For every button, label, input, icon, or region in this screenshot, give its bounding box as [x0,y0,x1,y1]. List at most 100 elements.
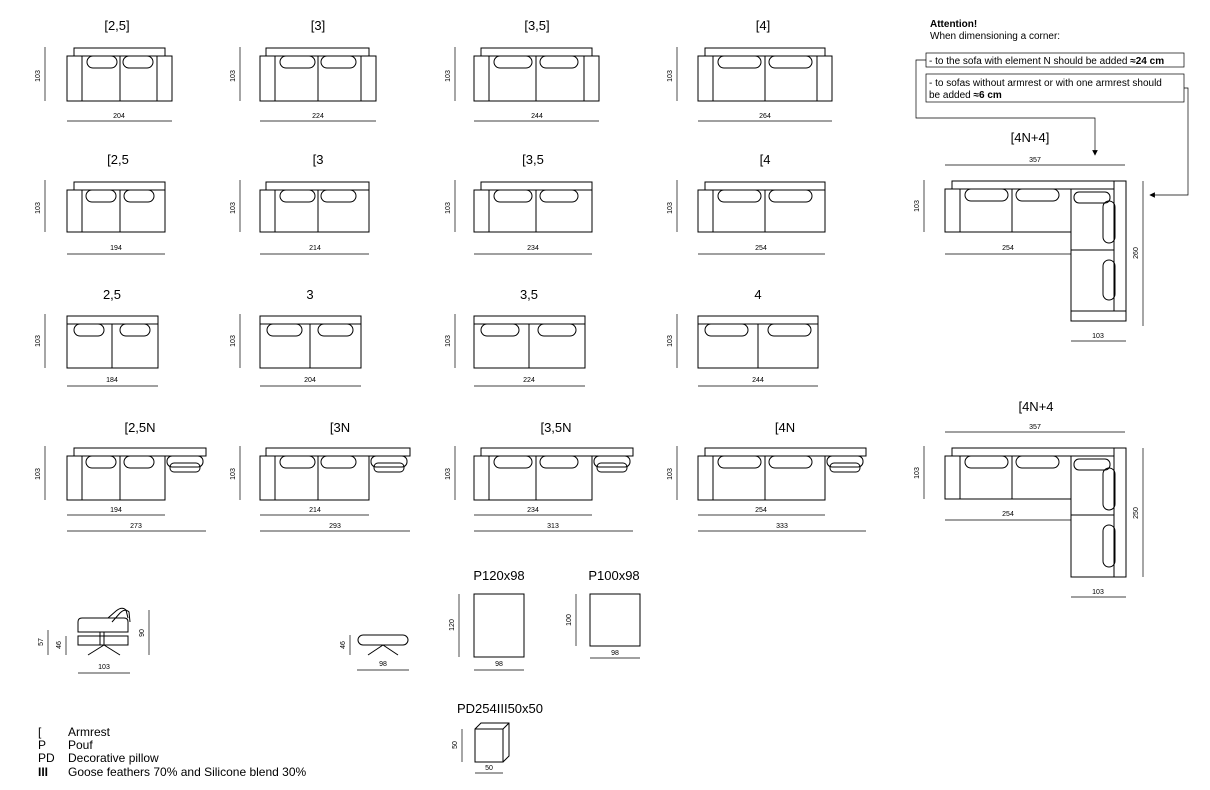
depth-label: 103 [35,335,42,347]
legend-key-pillow: PD [38,751,55,765]
depth-label: 103 [667,70,674,82]
width-label: 194 [110,507,122,514]
width-label: 184 [106,377,118,384]
total-width-label: 333 [776,523,788,530]
depth-label: 103 [98,664,110,671]
sofa-title: [2,5 [107,152,129,167]
width-label: 254 [755,245,767,252]
sofa-2-5-left-arm: [2,5 103 194 [35,152,166,255]
sofa-3-5-no-arms: 3,5 103 224 [445,287,586,387]
inner-width-label: 254 [1002,511,1014,518]
length-label: 100 [566,614,573,626]
sofa-3-5-both-arms: [3,5] 103 244 [445,18,600,122]
width-label: 244 [752,377,764,384]
width-label: 244 [531,113,543,120]
corner-title: [4N+4 [1018,399,1053,414]
overall-width-label: 357 [1029,157,1041,164]
legend-text-pouf: Pouf [68,738,93,752]
sofa-4-both-arms: [4] 103 264 [667,18,833,122]
length-label: 120 [449,619,456,631]
total-width-label: 293 [329,523,341,530]
sofa-title: [4] [756,18,770,33]
sofa-title: [2,5] [104,18,129,33]
sofa-3-5-n-element: [3,5N 103 234 313 [445,420,634,532]
depth-label: 103 [445,202,452,214]
depth-label: 103 [445,335,452,347]
depth-label: 103 [667,202,674,214]
sofa-2-5-n-element: [2,5N 103 194 273 [35,420,207,532]
height-label: 46 [340,641,347,649]
legend-text-filling: Goose feathers 70% and Silicone blend 30… [68,765,306,779]
sofa-title: [4 [760,152,771,167]
sofa-2-5-both-arms: [2,5] 103 204 [35,18,173,122]
depth-label: 103 [445,468,452,480]
depth-label: 103 [667,468,674,480]
sofa-3-both-arms: [3] 103 224 [230,18,377,122]
sofa-title: 3 [306,287,313,302]
depth-label: 103 [445,70,452,82]
total-width-label: 313 [547,523,559,530]
depth-label: 103 [35,202,42,214]
sofa-title: [4N [775,420,795,435]
pouf-100x98: P100x98 100 98 [566,568,641,659]
footstool-side-view: 46 98 [340,634,409,671]
sofa-title: [2,5N [124,420,155,435]
pouf-120x98: P120x98 120 98 [449,568,525,671]
depth-label: 103 [914,200,921,212]
width-label: 254 [755,507,767,514]
sofa-4-n-element: [4N 103 254 333 [667,420,867,532]
legend-key-filling: III [38,765,48,779]
width-label: 264 [759,113,771,120]
note-armrest-line2: be added ≈6 cm [929,90,1002,101]
pillow-title: PD254III50x50 [457,701,543,716]
decorative-pillow: PD254III50x50 50 50 [452,701,543,774]
width-label: 234 [527,245,539,252]
width-label: 204 [113,113,125,120]
width-label: 98 [611,650,619,657]
sofa-title: 4 [754,287,761,302]
sofa-title: [3,5 [522,152,544,167]
depth-label: 103 [230,202,237,214]
back-height-label: 57 [38,638,45,646]
width-label: 98 [379,661,387,668]
depth-label: 103 [230,468,237,480]
width-label: 214 [309,507,321,514]
height-label: 50 [452,741,459,749]
legend-text-armrest: Armrest [68,725,111,739]
sofa-4-no-arms: 4 103 244 [667,287,819,387]
sofa-title: [3N [330,420,350,435]
pouf-title: P120x98 [473,568,524,583]
corner-sofa-4n-4-arms: [4N+4] 357 103 254 260 103 [914,130,1144,342]
legend: [ Armrest P Pouf PD Decorative pillow II… [38,725,306,779]
total-height-label: 90 [139,629,146,637]
depth-label: 103 [230,70,237,82]
depth-label: 103 [667,335,674,347]
width-label: 224 [523,377,535,384]
sofa-3-left-arm: [3 103 214 [230,152,370,255]
note-armrest-line1: - to sofas without armrest or with one a… [929,78,1162,89]
attention-subtitle: When dimensioning a corner: [930,31,1060,42]
seat-height-label: 46 [56,641,63,649]
width-label: 224 [312,113,324,120]
attention-note: Attention! When dimensioning a corner: -… [915,19,1189,198]
inner-width-label: 254 [1002,245,1014,252]
depth-label: 103 [914,467,921,479]
sofa-title: [3,5N [540,420,571,435]
depth-label: 103 [35,468,42,480]
sofa-2-5-no-arms: 2,5 103 184 [35,287,159,387]
bottom-width-label: 103 [1092,333,1104,340]
overall-width-label: 357 [1029,424,1041,431]
width-label: 204 [304,377,316,384]
bottom-width-label: 103 [1092,589,1104,596]
width-label: 194 [110,245,122,252]
sofa-title: [3 [313,152,324,167]
width-label: 234 [527,507,539,514]
depth-label: 103 [230,335,237,347]
sofa-title: [3] [311,18,325,33]
depth-label: 103 [35,70,42,82]
side-length-label: 260 [1133,247,1140,259]
sofa-3-n-element: [3N 103 214 293 [230,420,411,532]
corner-title: [4N+4] [1011,130,1050,145]
width-label: 214 [309,245,321,252]
